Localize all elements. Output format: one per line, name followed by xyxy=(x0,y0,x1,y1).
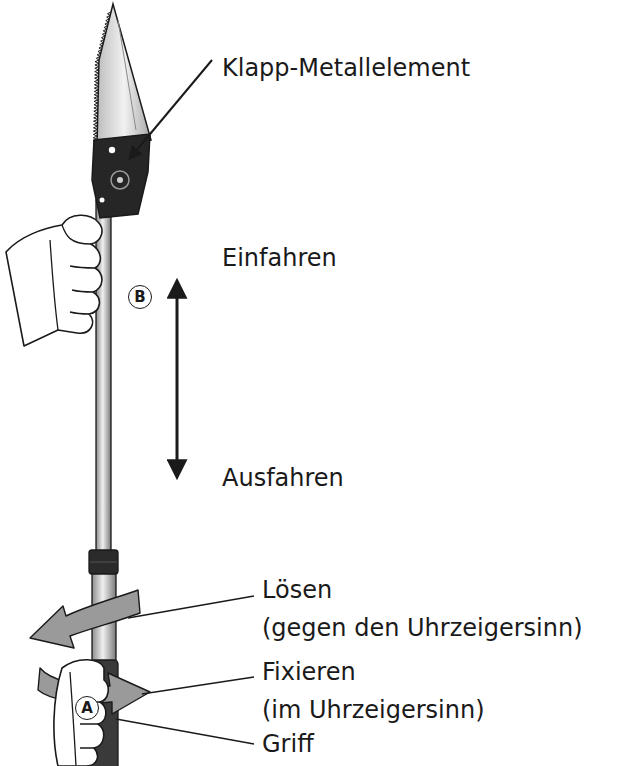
label-line: Lösen xyxy=(262,571,583,609)
label-line: Ausfahren xyxy=(222,459,344,497)
callout-letter: B xyxy=(134,290,145,305)
saw-teeth xyxy=(93,12,111,146)
label-line: (gegen den Uhrzeigersinn) xyxy=(262,609,583,647)
saw-teeth xyxy=(96,12,111,60)
callout-letter: A xyxy=(81,701,93,716)
finger-lines xyxy=(70,672,100,766)
leader-line xyxy=(142,677,254,694)
label-line: Einfahren xyxy=(222,239,337,277)
lock-collar xyxy=(89,550,118,574)
saw-teeth xyxy=(93,60,99,146)
travel-arrow xyxy=(176,282,179,476)
leader-arrow xyxy=(130,60,212,158)
folding-metal-element xyxy=(92,134,150,218)
leader-line xyxy=(116,719,254,744)
upper-hand xyxy=(6,215,102,346)
part-label: Griff xyxy=(262,725,314,763)
label-line: Griff xyxy=(262,725,314,763)
part-label: Klapp-Metallelement xyxy=(222,49,470,87)
label-line: (im Uhrzeigersinn) xyxy=(262,691,485,729)
callout-circle: B xyxy=(128,285,152,309)
leader-line xyxy=(128,596,254,618)
blade-line xyxy=(118,20,136,130)
part-label: Einfahren xyxy=(222,239,337,277)
finger-lines xyxy=(50,225,95,330)
saw-blade xyxy=(97,4,151,146)
rivet xyxy=(109,147,115,153)
rivet xyxy=(100,198,105,203)
part-label: Lösen (gegen den Uhrzeigersinn) xyxy=(262,571,583,647)
collar-line xyxy=(90,562,117,563)
hinge-pin xyxy=(117,177,123,183)
part-label: Fixieren (im Uhrzeigersinn) xyxy=(262,653,485,729)
label-line: Fixieren xyxy=(262,653,485,691)
part-label: Ausfahren xyxy=(222,459,344,497)
callout-circle: A xyxy=(75,696,99,720)
lower-hand xyxy=(54,660,108,766)
hinge xyxy=(111,171,129,189)
loosen-arrow xyxy=(30,590,140,648)
label-line: Klapp-Metallelement xyxy=(222,49,470,87)
